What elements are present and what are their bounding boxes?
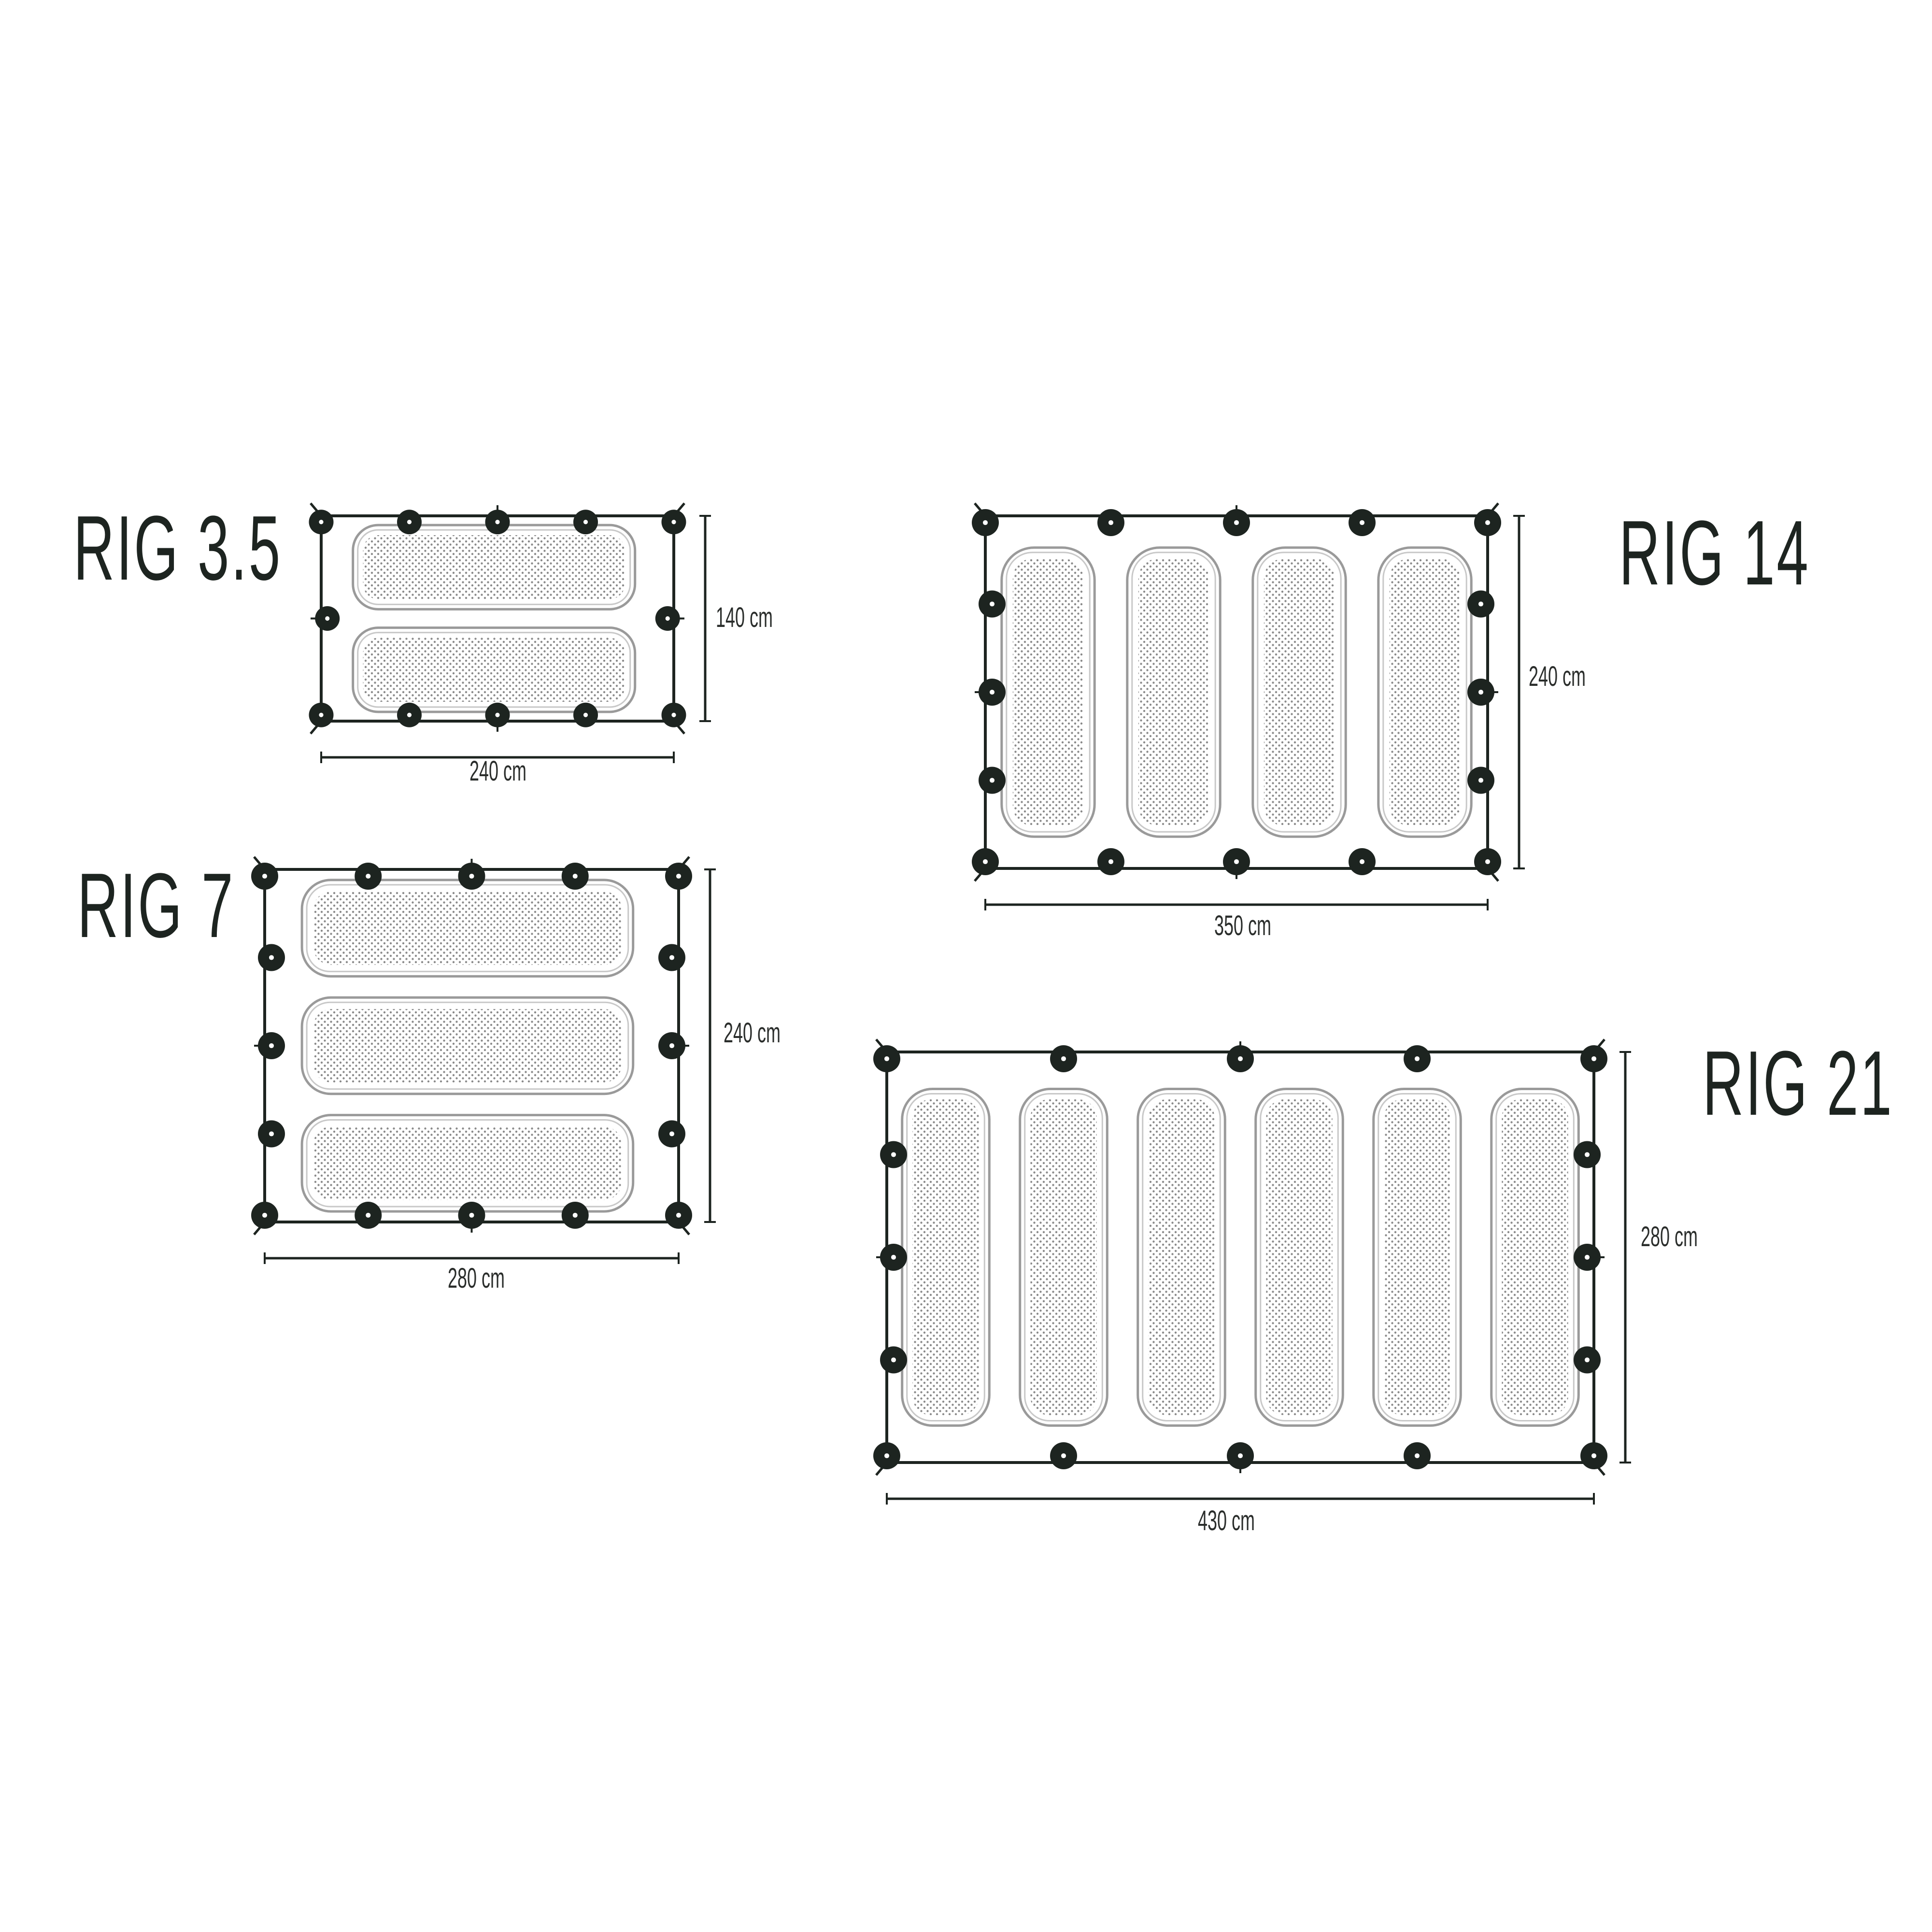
rig-14-height-label: 240 cm [1529,661,1586,692]
rig-7-height-label: 240 cm [724,1017,781,1049]
rig-7-width-label: 280 cm [448,1263,505,1294]
rig-3-5-title: RIG 3.5 [73,497,282,599]
rig-21-diagram [873,1038,1631,1505]
rig-7-title: RIG 7 [77,854,235,957]
rig-3-5-height-label: 140 cm [716,602,773,633]
rig-21-width-label: 430 cm [1198,1505,1255,1536]
rig-3-5-diagram [309,502,711,763]
rig-14-diagram [972,502,1525,910]
rig-3-5-width-label: 240 cm [469,755,526,787]
rig-14-title: RIG 14 [1619,502,1810,604]
rig-14-width-label: 350 cm [1214,910,1271,941]
rig-21-title: RIG 21 [1703,1032,1894,1135]
rig-21-height-label: 280 cm [1641,1221,1698,1252]
rig-7-diagram [251,856,716,1264]
